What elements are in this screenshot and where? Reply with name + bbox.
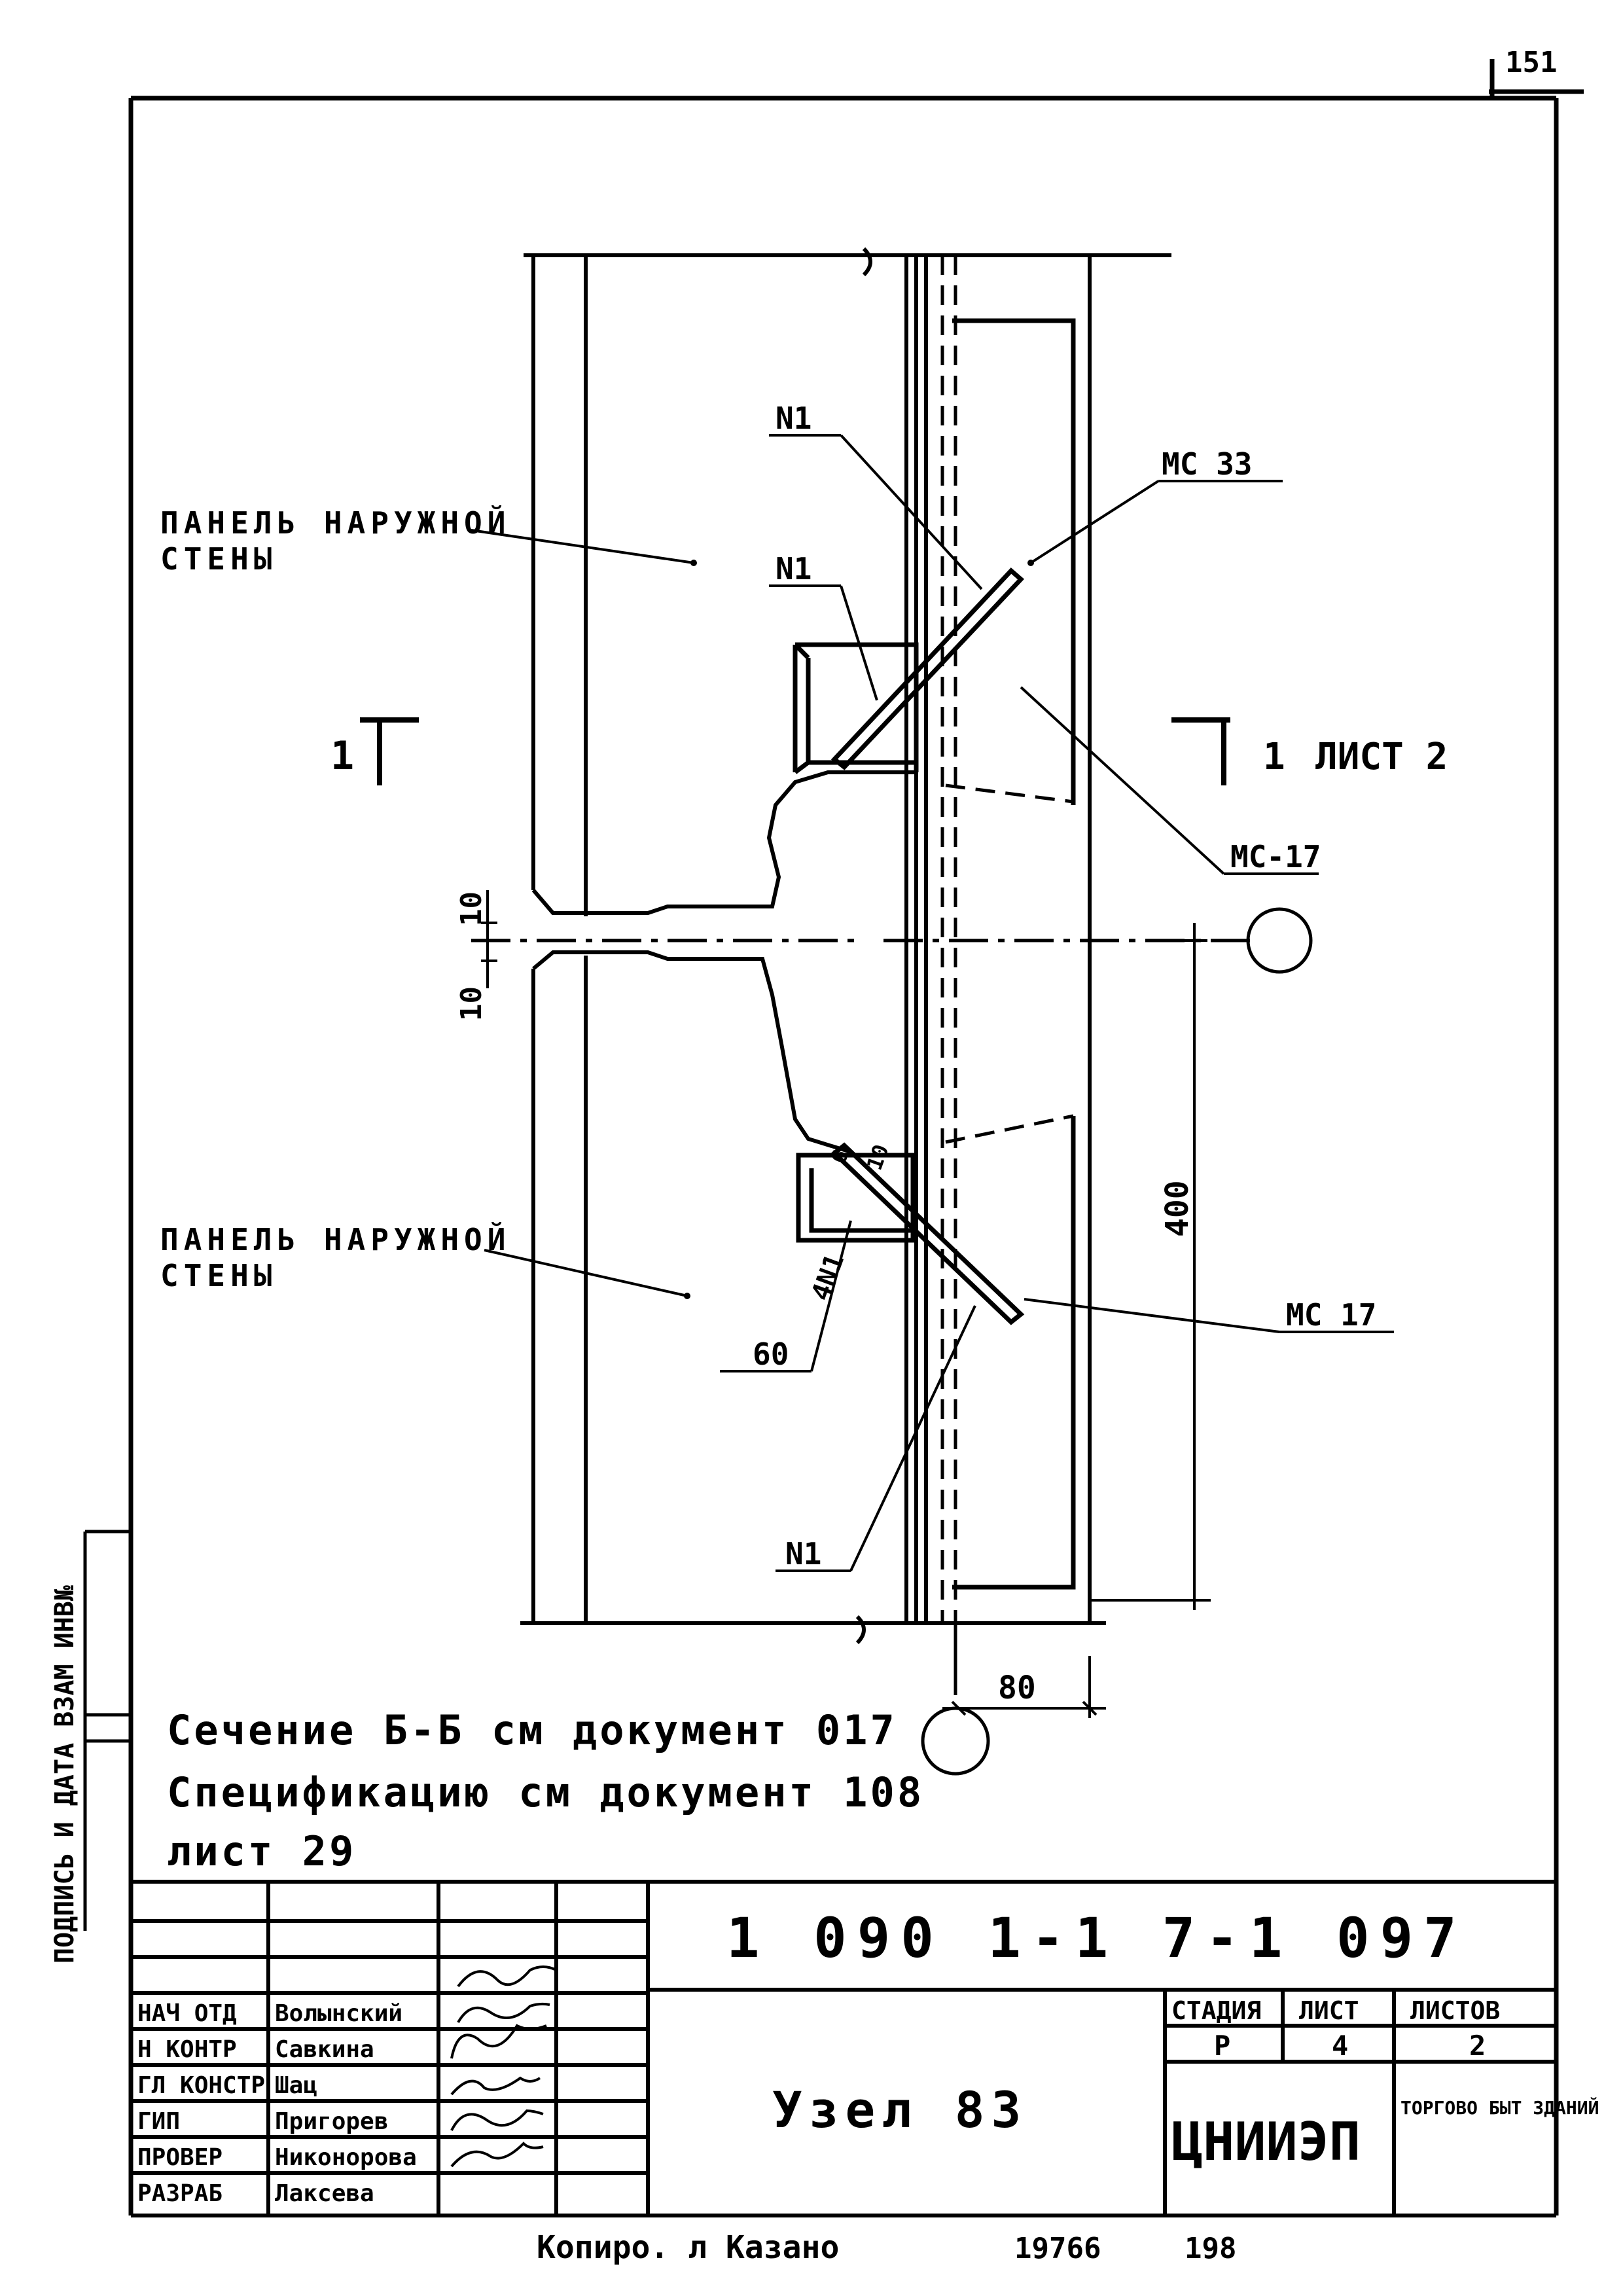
wall-panels	[520, 247, 1171, 1645]
section-marker-right	[1171, 717, 1230, 785]
label-weld-60: 60	[753, 1336, 789, 1372]
note-sheet: лист 29	[167, 1827, 356, 1875]
drawing-title: Узел 83	[772, 2081, 1027, 2139]
dimension-gap	[481, 890, 497, 988]
sheet-frame	[128, 59, 1584, 2215]
role-name: Савкина	[275, 2036, 374, 2063]
title-block-grid	[131, 1880, 1556, 2217]
roles-table: НАЧ ОТД Волынский Н КОНТР Савкина ГЛ КОНСТР Ш…	[137, 2000, 417, 2207]
role-label: ПРОВЕР	[137, 2144, 223, 2171]
sheets-header: ЛИСТОВ	[1410, 1996, 1500, 2025]
section-label-left: 1	[330, 733, 354, 779]
sheet-header: ЛИСТ	[1299, 1996, 1359, 2025]
label-mc17-bottom: МС 17	[1286, 1297, 1376, 1333]
section-marker-left	[360, 717, 419, 785]
leader-dot	[1027, 560, 1034, 566]
axis-marker-horizontal	[471, 907, 1313, 974]
organization-note: ТОРГОВО БЫТ ЗДАНИЙ	[1400, 2096, 1599, 2119]
connection-bars	[830, 567, 1025, 1325]
embedded-plates	[952, 318, 1076, 1590]
dimension-400	[1090, 923, 1211, 1610]
dimension-400-value: 400	[1159, 1180, 1196, 1237]
panel-bottom-label-1: ПАНЕЛЬ НАРУЖНОЙ	[160, 1222, 510, 1257]
stage-value: Р	[1214, 2030, 1230, 2062]
role-label: ГИП	[137, 2108, 180, 2135]
document-code: 1 090 1-1 7-1 097	[726, 1906, 1467, 1970]
leader-dot	[684, 1293, 690, 1299]
role-label: НАЧ ОТД	[137, 2000, 237, 2027]
role-name: Шац	[275, 2072, 317, 2099]
footer-number-1: 19766	[1014, 2232, 1101, 2265]
panel-top-label-1: ПАНЕЛЬ НАРУЖНОЙ	[160, 505, 510, 541]
side-stamp	[83, 1530, 131, 1931]
dimension-gap-bottom: 10	[455, 986, 488, 1021]
bracket-lower	[796, 1153, 916, 1243]
sheet-value: 4	[1332, 2030, 1348, 2062]
stage-header: СТАДИЯ	[1171, 1996, 1261, 2025]
leader-dot	[690, 560, 697, 566]
role-label: ГЛ КОНСТР	[137, 2072, 265, 2099]
role-name: Пригорев	[275, 2108, 388, 2135]
sheets-value: 2	[1469, 2030, 1486, 2062]
dimension-gap-top: 10	[455, 891, 488, 926]
section-sheet-ref: ЛИСТ 2	[1315, 736, 1448, 778]
hidden-lines	[940, 255, 1074, 1623]
role-name: Никонорова	[275, 2144, 417, 2171]
bracket-upper	[793, 642, 919, 774]
role-name: Волынский	[275, 2000, 402, 2027]
signatures	[450, 1965, 557, 2168]
axis-marker-vertical	[921, 1623, 990, 1776]
label-n1-top: N1	[776, 401, 812, 436]
section-label-right: 1	[1263, 736, 1285, 778]
label-mc33: МС 33	[1162, 446, 1252, 482]
label-n1-bottom: N1	[785, 1536, 821, 1571]
role-label: Н КОНТР	[137, 2036, 237, 2063]
footer-number-2: 198	[1185, 2232, 1236, 2265]
copied-by: Копиро. л Казано	[537, 2229, 839, 2266]
label-4n1: 4N1	[806, 1250, 850, 1305]
organization-name: ЦНИИЭП	[1171, 2111, 1361, 2172]
dimension-80-value: 80	[998, 1670, 1036, 1706]
label-mc17-top: МС-17	[1230, 839, 1321, 874]
panel-bottom-label-2: СТЕНЫ	[160, 1258, 277, 1293]
panel-top-label-2: СТЕНЫ	[160, 541, 277, 577]
role-label: РАЗРАБ	[137, 2180, 223, 2207]
note-specification: Спецификацию см документ 108	[167, 1768, 924, 1816]
role-name: Лаксева	[275, 2180, 374, 2207]
dimension-80	[942, 1656, 1106, 1718]
sheet-corner-number: 151	[1505, 46, 1557, 79]
side-stamp-text: ПОДПИСЬ И ДАТА ВЗАМ ИНВ№	[50, 1585, 80, 1964]
label-n1-upper-bracket: N1	[776, 551, 812, 586]
leader-lines	[471, 434, 1394, 1572]
note-section: Сечение Б-Б см документ 017	[167, 1706, 897, 1754]
